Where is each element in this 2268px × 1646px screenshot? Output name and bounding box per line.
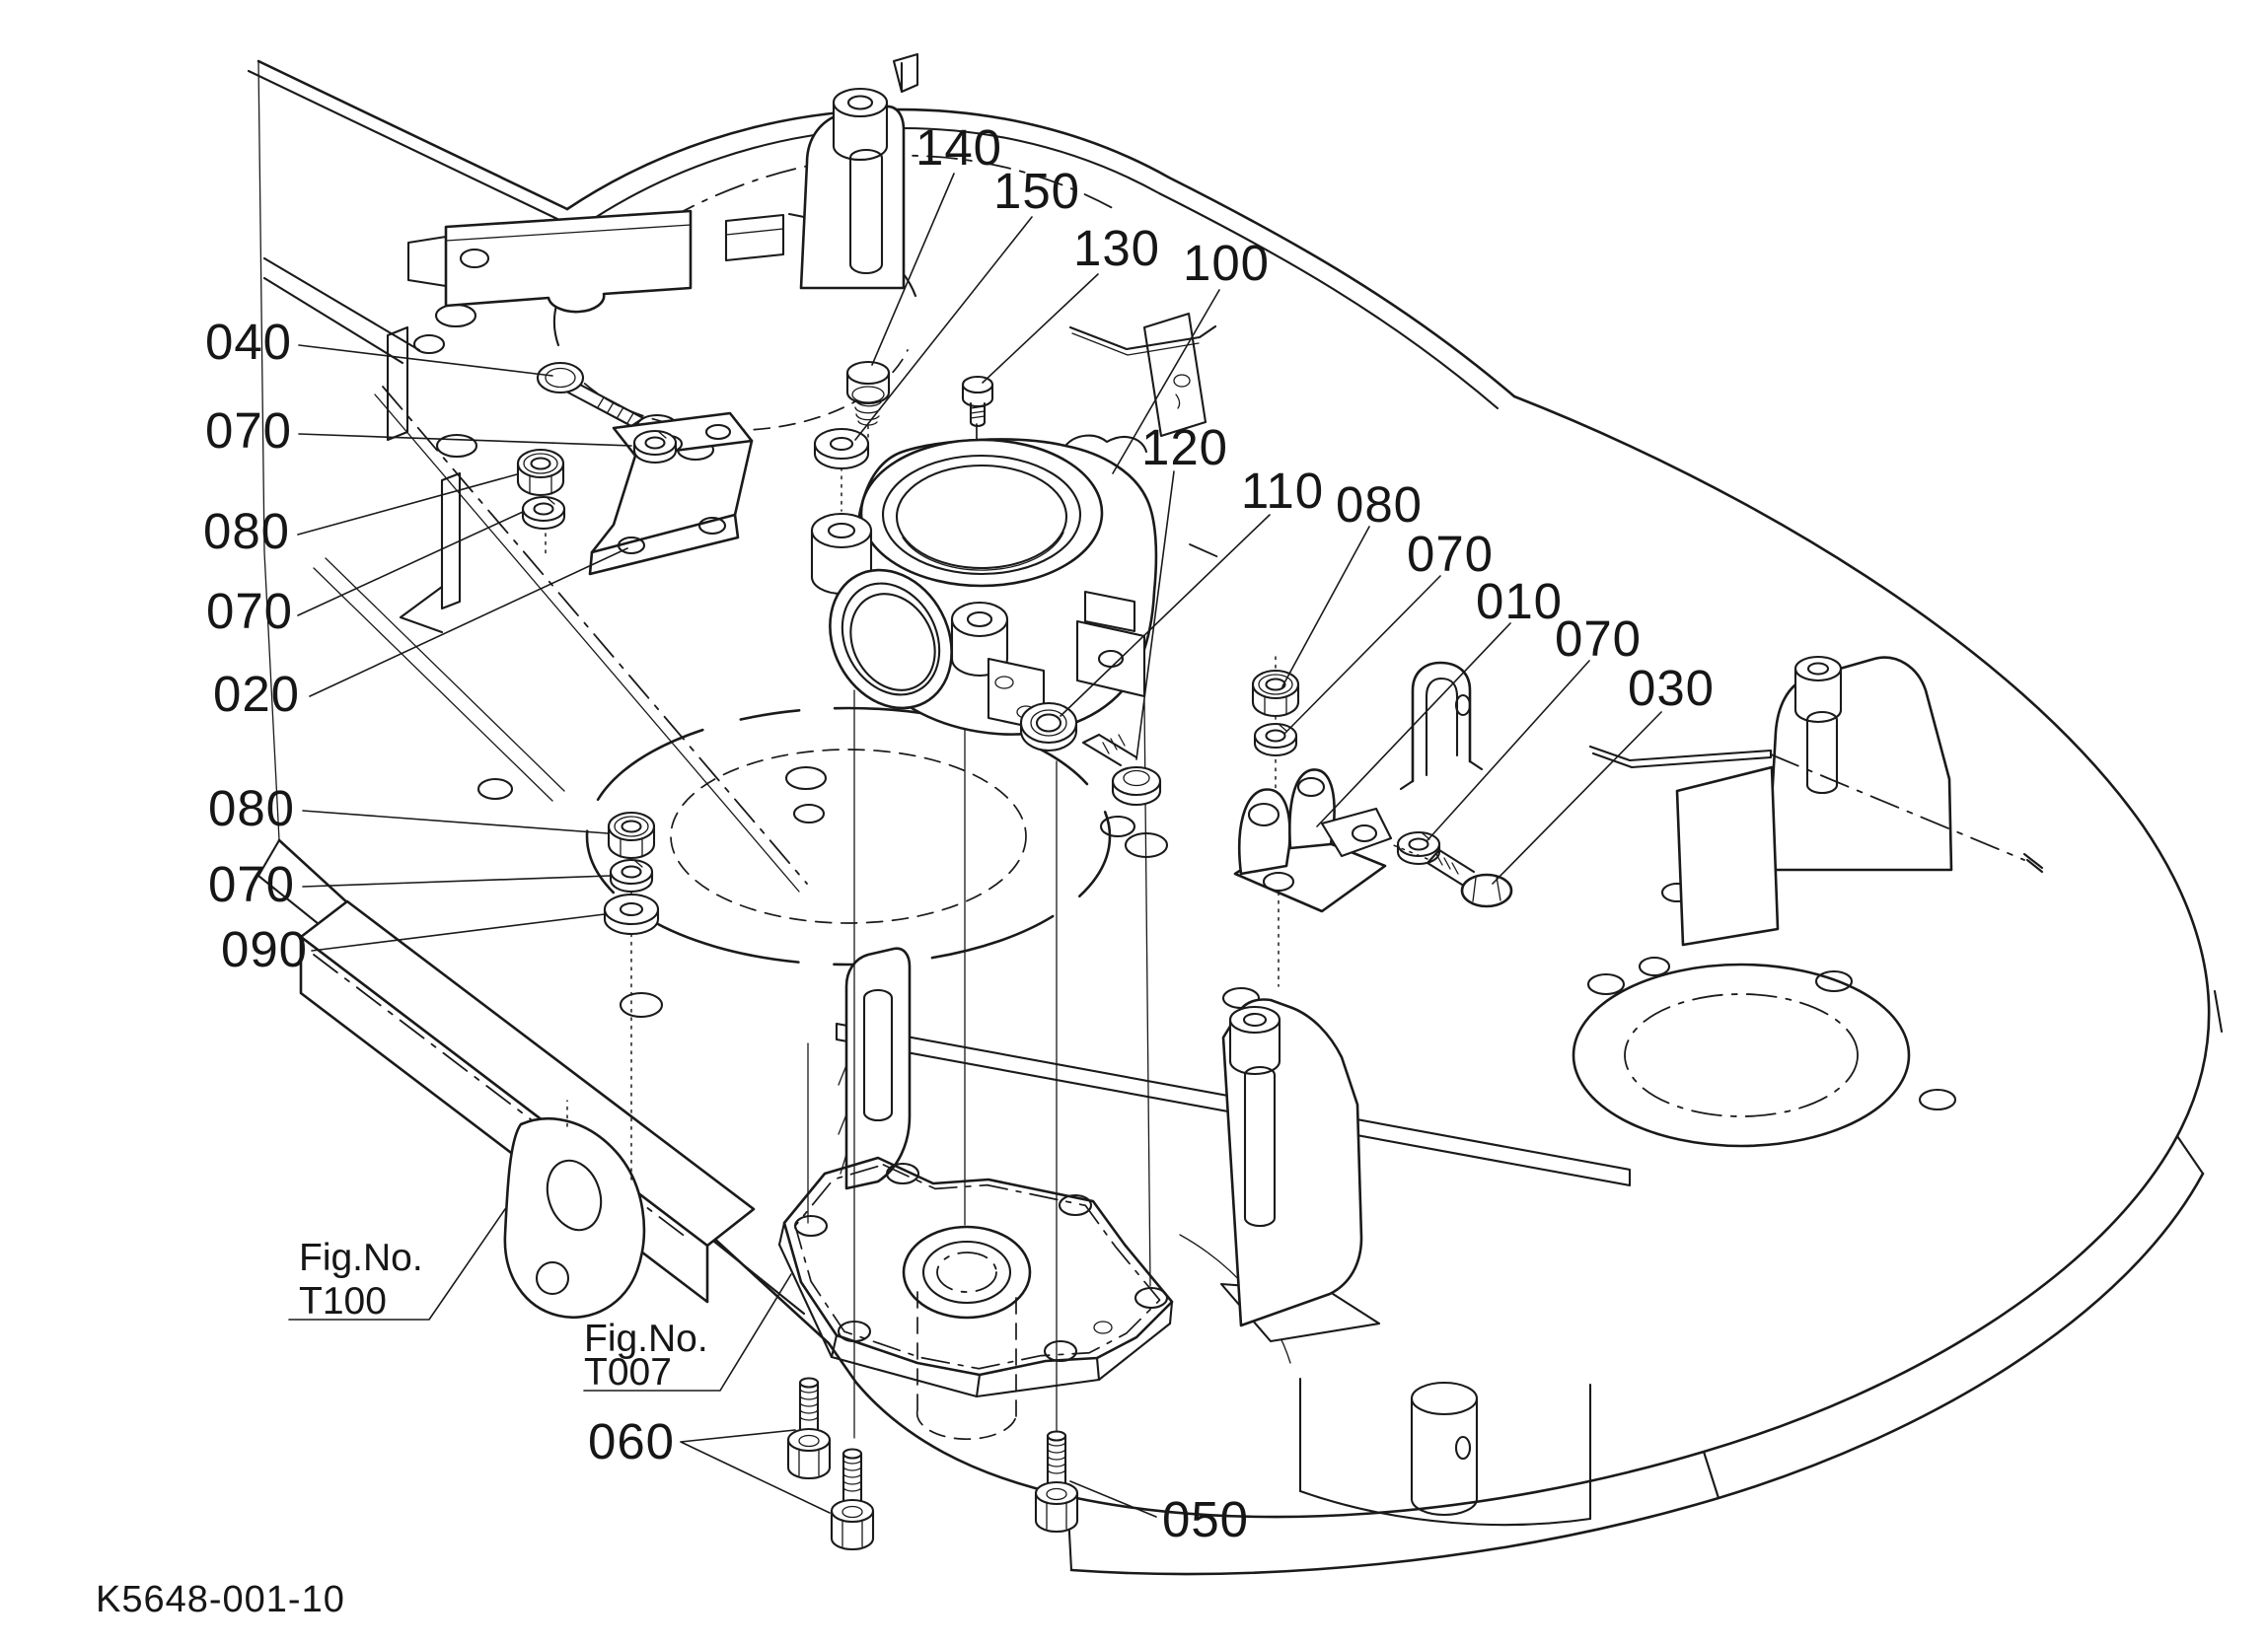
belt-guide-rod bbox=[1588, 745, 2044, 874]
drawing-number: K5648-001-10 bbox=[96, 1579, 345, 1620]
callout-080-a: 080 bbox=[203, 503, 290, 559]
callout-070-a: 070 bbox=[205, 402, 292, 459]
nut-080-a bbox=[516, 448, 565, 497]
deck-tower-mid bbox=[838, 947, 912, 1190]
callout-130: 130 bbox=[1073, 220, 1160, 276]
callout-090: 090 bbox=[221, 921, 308, 977]
bolt-060-2 bbox=[830, 1448, 875, 1551]
bolt-130 bbox=[961, 375, 994, 428]
callout-050: 050 bbox=[1162, 1491, 1249, 1547]
deck-u-clip bbox=[1399, 661, 1484, 791]
callout-010: 010 bbox=[1476, 573, 1563, 629]
figure-reference-t100: Fig.No. T100 bbox=[299, 1237, 423, 1323]
figure-reference-t007: Fig.No. T007 bbox=[584, 1318, 708, 1394]
figref-t100-line2: T100 bbox=[299, 1280, 387, 1323]
washer-070-e bbox=[609, 858, 654, 894]
bolt-060-1 bbox=[786, 1377, 832, 1480]
callout-070-c: 070 bbox=[1407, 526, 1494, 582]
nut-080-b bbox=[1251, 669, 1300, 718]
callout-070-d: 070 bbox=[1555, 610, 1642, 667]
deck-holes bbox=[412, 303, 1957, 1111]
washer-070-a bbox=[632, 429, 678, 465]
grommet-110 bbox=[1019, 701, 1078, 752]
figref-t007-line1: Fig.No. bbox=[584, 1318, 708, 1360]
deck-tower-top bbox=[799, 52, 919, 290]
gearbox-cover-plate bbox=[777, 1157, 1174, 1440]
callout-080-c: 080 bbox=[208, 780, 295, 836]
figref-t007-line2: T007 bbox=[584, 1351, 672, 1394]
callout-030: 030 bbox=[1628, 660, 1715, 716]
nut-080-c bbox=[607, 811, 656, 860]
bolt-040 bbox=[536, 361, 645, 428]
hanger-arm bbox=[503, 1100, 646, 1319]
figref-t100-line1: Fig.No. bbox=[299, 1237, 423, 1279]
callout-100: 100 bbox=[1183, 235, 1270, 291]
callout-150: 150 bbox=[993, 163, 1080, 219]
bolt-030 bbox=[1390, 843, 1513, 908]
deck-tower-right bbox=[1675, 655, 1953, 947]
callout-140: 140 bbox=[915, 119, 1002, 176]
callout-070-e: 070 bbox=[208, 856, 295, 912]
callout-040: 040 bbox=[205, 314, 292, 370]
leader-lines bbox=[288, 173, 1662, 1518]
callout-020: 020 bbox=[213, 666, 300, 722]
callout-labels: 040 070 080 070 020 080 070 090 140 150 … bbox=[203, 119, 1715, 1547]
washer-070-b bbox=[521, 495, 566, 531]
callout-110: 110 bbox=[1241, 463, 1324, 519]
callout-070-b: 070 bbox=[206, 583, 293, 639]
plug-140 bbox=[845, 360, 891, 426]
callout-060: 060 bbox=[588, 1413, 675, 1469]
callout-080-b: 080 bbox=[1336, 476, 1423, 533]
callout-120: 120 bbox=[1141, 419, 1228, 475]
gearbox-housing bbox=[810, 434, 1158, 736]
washer-090 bbox=[603, 893, 660, 936]
bracket-010 bbox=[1233, 768, 1393, 913]
screw-120 bbox=[1081, 733, 1162, 807]
deck-rear-plate bbox=[406, 209, 785, 314]
deck-tower-center bbox=[1219, 998, 1381, 1343]
washer-070-d bbox=[1396, 830, 1441, 866]
